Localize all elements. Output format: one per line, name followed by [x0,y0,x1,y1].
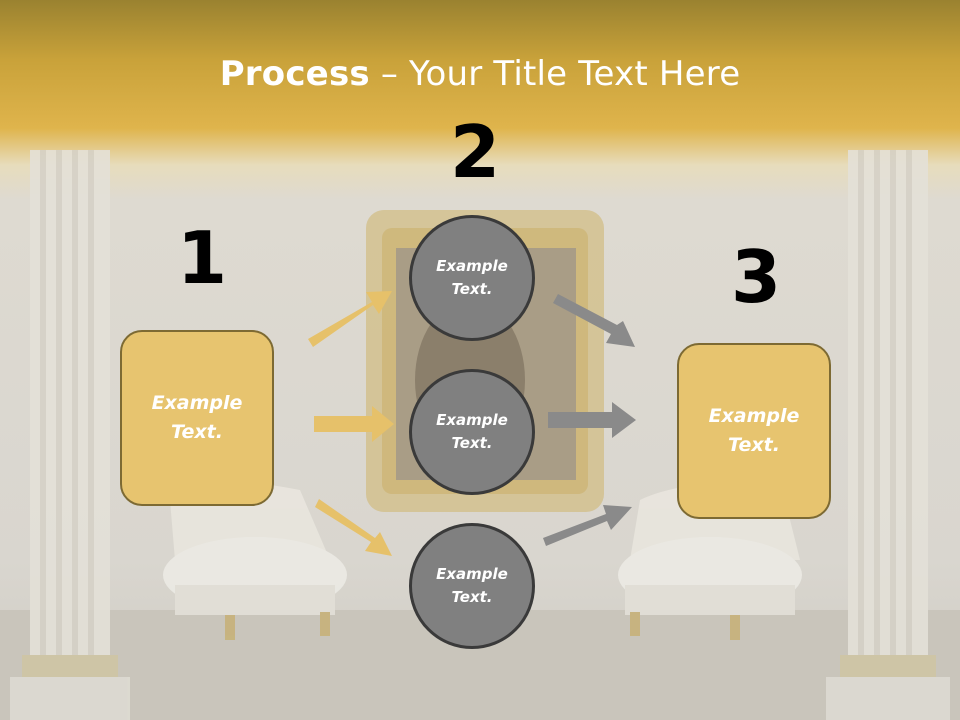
circle-bottom-line2: Text. [451,588,493,606]
right-pillar [826,150,950,720]
title-rest: – Your Title Text Here [369,54,741,94]
arrow-left-middle [314,406,394,442]
step-number-3: 3 [731,235,782,319]
right-box-line2: Text. [728,434,780,456]
circle-top-line2: Text. [451,280,493,298]
step-number-2: 2 [450,110,501,194]
left-box-line1: Example [151,392,243,414]
slide-title: Process – Your Title Text Here [0,54,960,94]
left-box-line2: Text. [171,421,223,443]
arrow-right-up [543,505,632,546]
circle-middle-line1: Example [436,411,508,429]
arrow-left-down [315,499,392,556]
circle-top-line1: Example [436,257,508,275]
arrow-right-down [553,294,635,347]
step-number-1: 1 [177,216,228,300]
circle-middle-line2: Text. [451,434,493,452]
arrow-left-up [308,291,392,347]
circle-bottom-line1: Example [436,565,508,583]
right-box-line1: Example [708,405,800,427]
title-bold: Process [219,54,370,94]
left-pillar [10,150,130,720]
arrow-right-middle [548,402,636,438]
